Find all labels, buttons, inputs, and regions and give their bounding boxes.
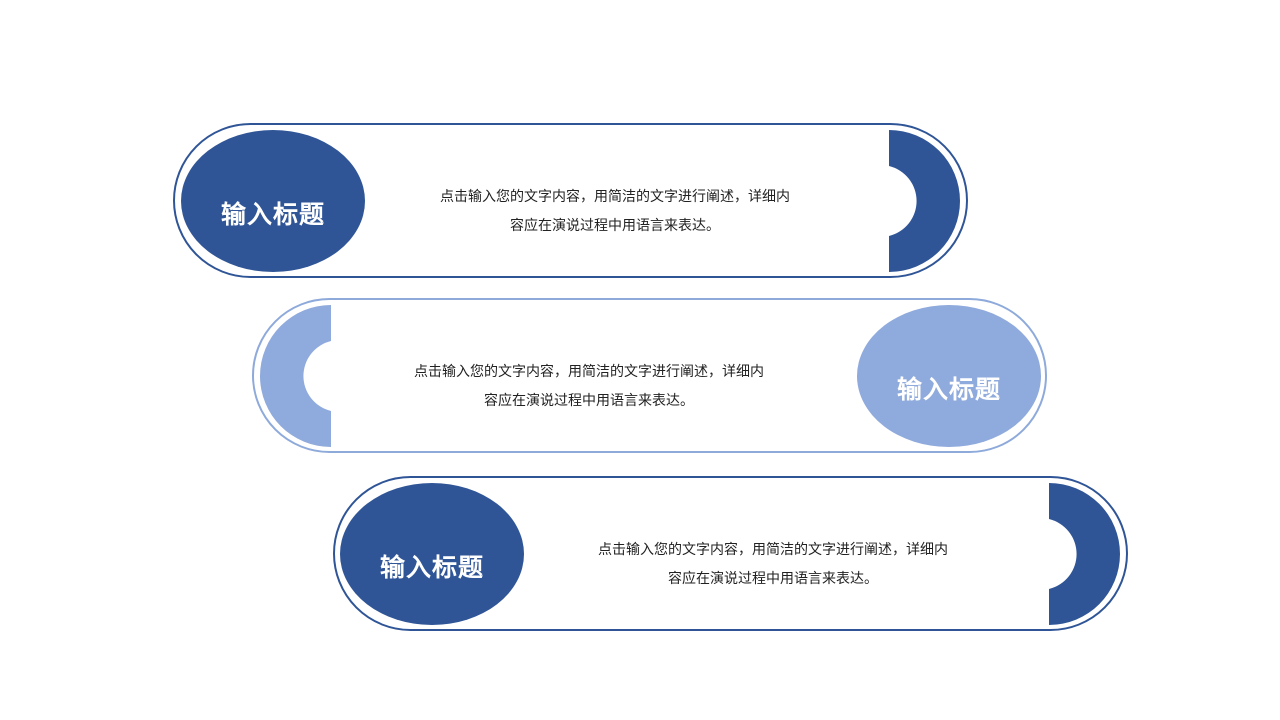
row-3-title: 输入标题: [379, 553, 484, 582]
row-3-text-line-1: 点击输入您的文字内容，用简洁的文字进行阐述，详细内: [598, 542, 948, 558]
row-1-description: 点击输入您的文字内容，用简洁的文字进行阐述，详细内 容应在演说过程中用语言来表达…: [405, 183, 825, 241]
row-3-description: 点击输入您的文字内容，用简洁的文字进行阐述，详细内 容应在演说过程中用语言来表达…: [563, 536, 983, 594]
row-3-text-line-2: 容应在演说过程中用语言来表达。: [668, 571, 878, 587]
row-2-card: 点击输入您的文字内容，用简洁的文字进行阐述，详细内 容应在演说过程中用语言来表达…: [252, 298, 1047, 453]
half-ring-icon: [1049, 483, 1120, 625]
row-2-title: 输入标题: [896, 375, 1001, 404]
row-1-text-line-2: 容应在演说过程中用语言来表达。: [510, 218, 720, 234]
row-1-text-line-1: 点击输入您的文字内容，用简洁的文字进行阐述，详细内: [440, 189, 790, 205]
row-3-card: 输入标题 点击输入您的文字内容，用简洁的文字进行阐述，详细内 容应在演说过程中用…: [333, 476, 1128, 631]
row-2-description: 点击输入您的文字内容，用简洁的文字进行阐述，详细内 容应在演说过程中用语言来表达…: [379, 358, 799, 416]
half-ring-icon: [260, 305, 331, 447]
row-1-title: 输入标题: [220, 200, 325, 229]
row-2-text-line-1: 点击输入您的文字内容，用简洁的文字进行阐述，详细内: [414, 364, 764, 380]
row-1-card: 输入标题 点击输入您的文字内容，用简洁的文字进行阐述，详细内 容应在演说过程中用…: [173, 123, 968, 278]
half-ring-icon: [889, 130, 960, 272]
row-3-title-blob: 输入标题: [340, 483, 524, 625]
row-2-title-blob: 输入标题: [857, 305, 1041, 447]
row-2-text-line-2: 容应在演说过程中用语言来表达。: [484, 393, 694, 409]
row-1-title-blob: 输入标题: [181, 130, 365, 272]
